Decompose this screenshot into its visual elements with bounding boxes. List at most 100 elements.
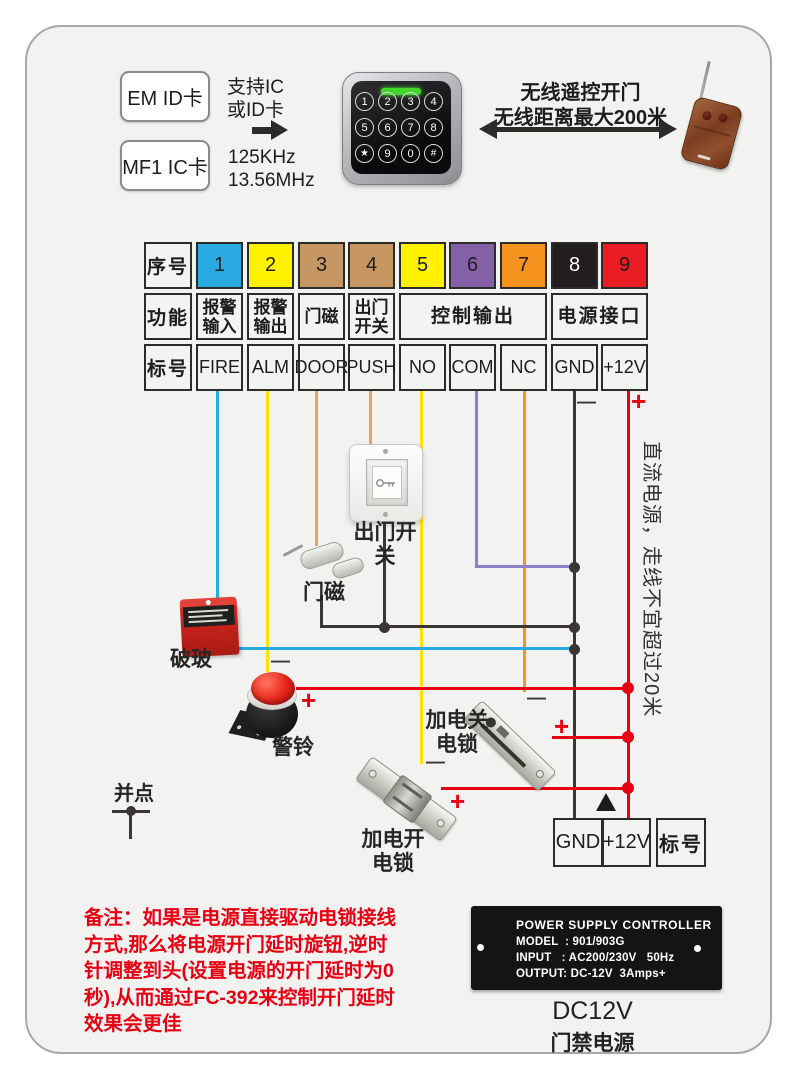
- terminal-cell-5: 5: [399, 242, 446, 289]
- keypad-key-3: 3: [401, 92, 420, 111]
- com-horizontal-wire: [476, 565, 577, 568]
- keypad-key-1: 1: [355, 92, 374, 111]
- right-arrow-icon: [252, 127, 272, 134]
- function-text: 门磁: [304, 307, 339, 326]
- function-text: 控制输出: [430, 306, 515, 327]
- support-line-2: 或ID卡: [227, 100, 285, 121]
- label-cell-+12V: +12V: [601, 344, 648, 391]
- psu-screw-icon: [694, 945, 701, 952]
- label-text-line: [188, 619, 227, 624]
- alarm-bell-dome: [251, 672, 295, 705]
- break-glass-label: 破玻: [170, 648, 212, 671]
- function-cell-5: 电源接口: [551, 293, 648, 340]
- psu-input: INPUT : AC200/230V 50Hz: [516, 952, 675, 964]
- terminal-cell-1: 1: [196, 242, 243, 289]
- label-cell-PUSH: PUSH: [347, 344, 397, 391]
- terminal-cell-6: 6: [449, 242, 496, 289]
- junction-dot: [378, 621, 390, 633]
- fail-safe-lock-label: 加电关 电锁: [424, 709, 490, 757]
- keypad-status-led: [381, 88, 421, 95]
- diagram-panel: [25, 25, 772, 1054]
- bell-positive-wire: [296, 687, 630, 690]
- screw-hole-icon: [534, 768, 546, 780]
- 12v-terminal-label: +12V: [602, 831, 651, 853]
- biaohao-label: 标号: [659, 834, 703, 856]
- remote-seam: [693, 125, 731, 137]
- em-id-card-box: EM ID卡: [120, 71, 210, 122]
- bolt-lock-positive-wire: [552, 736, 630, 739]
- freq-line-1: 125KHz: [228, 147, 296, 168]
- screw-hole-icon: [367, 768, 379, 780]
- push-wire: [369, 391, 372, 446]
- dc-wiring-side-note: 直流电源，走线不宜超过20米: [640, 441, 662, 718]
- strike-lock-minus-sign: —: [426, 752, 445, 773]
- function-cell-3: 出门开关: [348, 293, 395, 340]
- label-cell-GND: GND: [551, 344, 598, 391]
- function-text: 出门: [354, 297, 389, 317]
- psu-output: OUTPUT: DC-12V 3Amps+: [516, 968, 666, 980]
- keypad-key-0: 0: [401, 144, 420, 163]
- junction-dot-red: [622, 782, 634, 794]
- exit-button-bezel: [366, 459, 408, 506]
- label-cell-DOOR: DOOR: [295, 344, 349, 391]
- label-cell-FIRE: FIRE: [196, 344, 243, 391]
- exit-button-drop-wire: [383, 519, 386, 629]
- junction-dot-red: [622, 682, 634, 694]
- double-arrow-left-icon: [479, 119, 497, 139]
- remote-button-icon: [717, 112, 729, 124]
- function-text: 输入: [202, 316, 237, 336]
- freq-line-2: 13.56MHz: [228, 170, 315, 191]
- junction-dot: [568, 561, 580, 573]
- door-power-label: 门禁电源: [550, 1032, 635, 1055]
- fail-safe-lock-label-line2: 电锁: [436, 733, 478, 756]
- label-cell-NC: NC: [500, 344, 547, 391]
- mf1-ic-card-box: MF1 IC卡: [120, 140, 210, 191]
- wireless-open-text: 无线遥控开门: [520, 82, 641, 104]
- screw-icon: [383, 449, 388, 454]
- em-id-card-label: EM ID卡: [127, 88, 203, 110]
- terminal-cell-8: 8: [551, 242, 598, 289]
- bell-minus-sign: —: [271, 651, 290, 672]
- psu-screw-icon: [477, 944, 484, 951]
- lock-part: [495, 725, 510, 739]
- 12v-plus-sign: +: [631, 386, 647, 416]
- function-text: 报警: [253, 297, 288, 317]
- label-cell-ALM: ALM: [247, 344, 294, 391]
- terminal-cell-7: 7: [500, 242, 547, 289]
- biaohao-box: 标号: [656, 818, 706, 867]
- terminal-cell-2: 2: [247, 242, 294, 289]
- bolt-lock-minus-sign: —: [527, 688, 546, 709]
- double-arrow-right-icon: [659, 119, 677, 139]
- keypad-key-★: ★: [355, 144, 374, 163]
- exit-button-device: [349, 444, 423, 522]
- label-cell-COM: COM: [449, 344, 496, 391]
- function-text: 开关: [354, 316, 389, 336]
- bolt-lock-plus-sign: +: [554, 711, 570, 741]
- sensor-bus-wire: [321, 625, 577, 628]
- remote-slot: [697, 154, 711, 161]
- support-line-1: 支持IC: [227, 77, 285, 98]
- junction-dot-red: [622, 731, 634, 743]
- label-text-line: [188, 614, 223, 619]
- gnd-wire: [573, 391, 576, 818]
- table-row-header-1: 功能: [144, 293, 192, 340]
- 12v-terminal-box: +12V: [602, 818, 651, 867]
- mf1-ic-card-label: MF1 IC卡: [122, 157, 208, 179]
- key-icon: [376, 478, 395, 487]
- junction-dot: [568, 621, 580, 633]
- function-text: 电源接口: [557, 306, 642, 327]
- wireless-range-text: 无线距离最大200米: [493, 107, 668, 129]
- function-text: 报警: [202, 297, 237, 317]
- door-wire: [315, 391, 318, 546]
- label-text-line: [188, 609, 229, 614]
- remote-button-icon: [701, 110, 713, 122]
- keypad-key-8: 8: [424, 118, 443, 137]
- break-glass-wire: [237, 647, 577, 650]
- power-supply-controller: POWER SUPPLY CONTROLLER MODEL : 901/903G…: [471, 906, 722, 990]
- remark-note-line-5: 效果会更佳: [84, 1013, 182, 1035]
- alarm-bell-label: 警铃: [272, 736, 314, 759]
- junction-legend-vline: [129, 811, 132, 839]
- remark-note-line-3: 针调整到头(设置电源的开门延时为0: [84, 960, 394, 982]
